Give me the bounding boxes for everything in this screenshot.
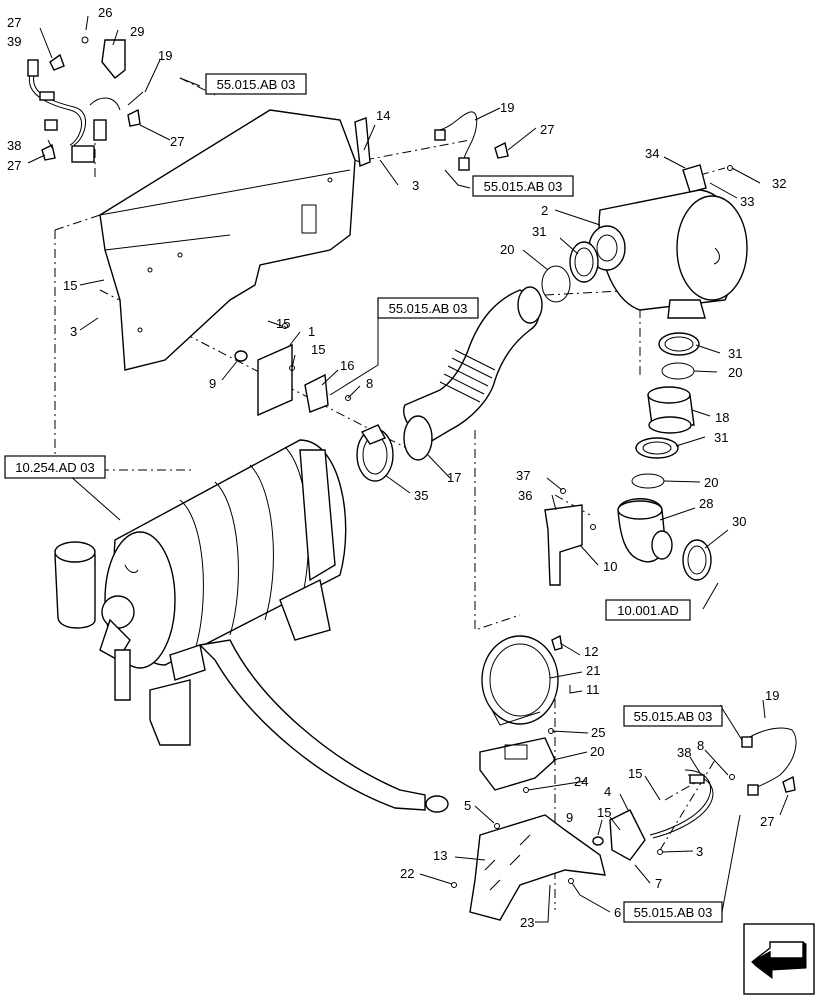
callout-20: 20 — [590, 744, 604, 759]
callout-20: 20 — [728, 365, 742, 380]
callout-20: 20 — [704, 475, 718, 490]
callout-9: 9 — [566, 810, 573, 825]
reference-label: 10.001.AD — [617, 603, 678, 618]
callout-20: 20 — [500, 242, 514, 257]
sensor-harness-top — [354, 111, 509, 171]
callout-10: 10 — [603, 559, 617, 574]
reference-box-5[interactable]: 10.001.AD — [605, 599, 691, 621]
callout-12: 12 — [584, 644, 598, 659]
callout-19: 19 — [158, 48, 172, 63]
callout-6: 6 — [614, 905, 621, 920]
callout-3: 3 — [412, 178, 419, 193]
callout-23: 23 — [520, 915, 534, 930]
callout-21: 21 — [586, 663, 600, 678]
callout-27: 27 — [170, 134, 184, 149]
callout-4: 4 — [604, 784, 611, 799]
callout-38: 38 — [7, 138, 21, 153]
callout-8: 8 — [697, 738, 704, 753]
mounting-panel — [99, 109, 356, 371]
callout-3: 3 — [696, 844, 703, 859]
callout-5: 5 — [464, 798, 471, 813]
callout-22: 22 — [400, 866, 414, 881]
elbow-and-clamp — [617, 498, 712, 581]
next-page-arrow-icon[interactable] — [743, 923, 815, 995]
mid-brackets — [234, 323, 351, 417]
callout-15: 15 — [628, 766, 642, 781]
callout-34: 34 — [645, 146, 659, 161]
small-bracket-top-right — [682, 164, 733, 193]
callout-15: 15 — [311, 342, 325, 357]
callout-36: 36 — [518, 488, 532, 503]
callout-38: 38 — [677, 745, 691, 760]
callout-16: 16 — [340, 358, 354, 373]
callout-28: 28 — [699, 496, 713, 511]
callout-7: 7 — [655, 876, 662, 891]
sensor-harness-left — [27, 36, 141, 163]
callout-27: 27 — [760, 814, 774, 829]
callout-13: 13 — [433, 848, 447, 863]
callout-33: 33 — [740, 194, 754, 209]
callout-15: 15 — [63, 278, 77, 293]
callout-26: 26 — [98, 5, 112, 20]
support-plate — [479, 728, 556, 793]
reference-box-3[interactable]: 55.015.AB 03 — [377, 297, 479, 319]
callout-30: 30 — [732, 514, 746, 529]
reference-label: 10.254.AD 03 — [15, 460, 95, 475]
callout-19: 19 — [765, 688, 779, 703]
aftertreatment-muffler — [54, 439, 449, 813]
callout-31: 31 — [714, 430, 728, 445]
v-band-clamp — [356, 424, 394, 482]
callout-9: 9 — [209, 376, 216, 391]
callout-29: 29 — [130, 24, 144, 39]
callout-31: 31 — [532, 224, 546, 239]
clamp-ring-stack — [541, 241, 700, 489]
callout-3: 3 — [70, 324, 77, 339]
support-bracket — [544, 488, 596, 586]
callout-27: 27 — [540, 122, 554, 137]
reference-box-4[interactable]: 10.254.AD 03 — [4, 455, 106, 479]
base-bracket — [451, 809, 663, 921]
callout-18: 18 — [715, 410, 729, 425]
reference-label: 55.015.AB 03 — [484, 179, 563, 194]
callout-15: 15 — [597, 805, 611, 820]
reference-label: 55.015.AB 03 — [634, 905, 713, 920]
callout-17: 17 — [447, 470, 461, 485]
reference-label: 55.015.AB 03 — [634, 709, 713, 724]
reference-box-1[interactable]: 55.015.AB 03 — [205, 73, 307, 95]
callout-11: 11 — [586, 682, 600, 697]
callout-27: 27 — [7, 158, 21, 173]
callout-27: 27 — [7, 15, 21, 30]
flexible-intake-hose — [403, 286, 543, 461]
leader-lines — [27, 15, 789, 923]
reference-box-6[interactable]: 55.015.AB 03 — [623, 705, 723, 727]
callout-35: 35 — [414, 488, 428, 503]
reference-box-2[interactable]: 55.015.AB 03 — [472, 175, 574, 197]
callout-labels: 26 29 27 39 19 27 38 27 14 19 27 3 34 32… — [7, 5, 786, 930]
callout-32: 32 — [772, 176, 786, 191]
callout-37: 37 — [516, 468, 530, 483]
callout-39: 39 — [7, 34, 21, 49]
reference-label: 55.015.AB 03 — [217, 77, 296, 92]
callout-25: 25 — [591, 725, 605, 740]
heat-shield — [481, 634, 563, 726]
air-cleaner-canister — [588, 189, 748, 319]
callout-31: 31 — [728, 346, 742, 361]
reference-box-7[interactable]: 55.015.AB 03 — [623, 901, 723, 923]
callout-1: 1 — [308, 324, 315, 339]
callout-8: 8 — [366, 376, 373, 391]
callout-19: 19 — [500, 100, 514, 115]
callout-14: 14 — [376, 108, 390, 123]
callout-24: 24 — [574, 774, 588, 789]
sensor-harness-lower — [649, 727, 797, 839]
callout-2: 2 — [541, 203, 548, 218]
reference-label: 55.015.AB 03 — [389, 301, 468, 316]
callout-15: 15 — [276, 316, 290, 331]
